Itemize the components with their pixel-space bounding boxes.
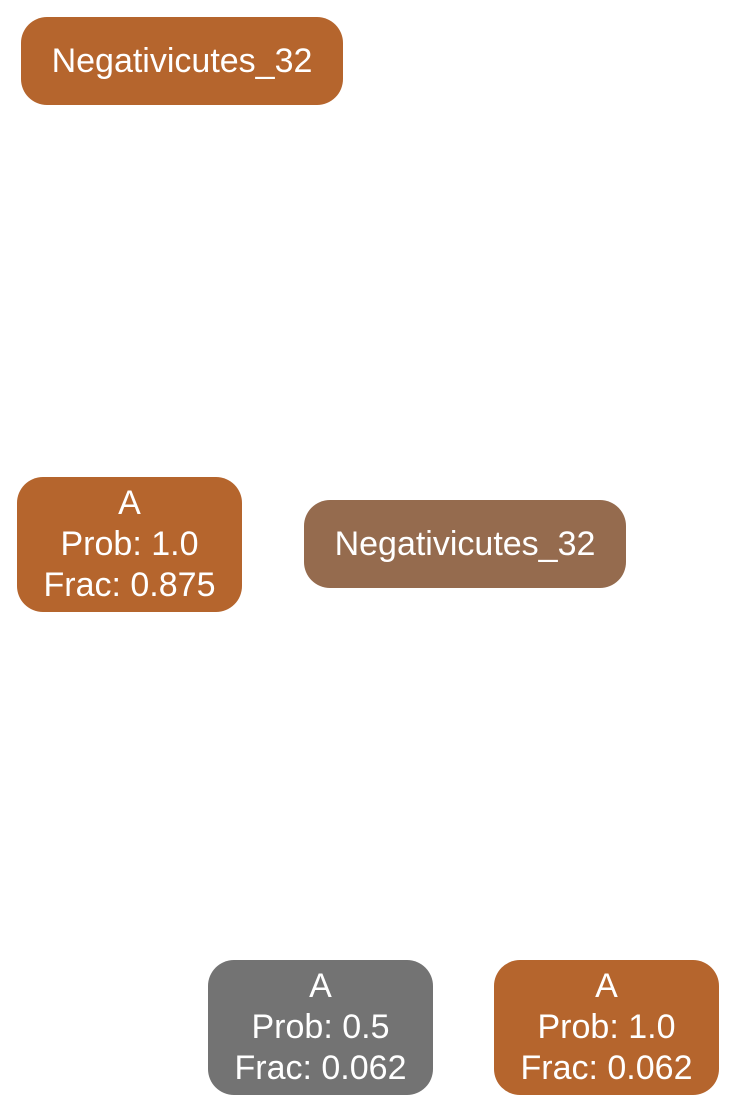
node-frac: Frac: 0.062 <box>234 1049 407 1087</box>
node-label: A <box>595 967 618 1005</box>
node-prob: Prob: 1.0 <box>60 525 199 563</box>
node-label: Negativicutes_32 <box>334 524 596 563</box>
node-a-3: A Prob: 1.0 Frac: 0.062 <box>494 960 719 1095</box>
node-frac: Frac: 0.062 <box>520 1049 693 1087</box>
node-label: A <box>118 484 141 522</box>
node-negativicutes-root: Negativicutes_32 <box>21 17 343 105</box>
node-prob: Prob: 0.5 <box>251 1008 390 1046</box>
node-frac: Frac: 0.875 <box>43 566 216 604</box>
node-label: A <box>309 967 332 1005</box>
node-label: Negativicutes_32 <box>51 41 313 80</box>
node-prob: Prob: 1.0 <box>537 1008 676 1046</box>
node-a-2: A Prob: 0.5 Frac: 0.062 <box>208 960 433 1095</box>
node-negativicutes-child: Negativicutes_32 <box>304 500 626 588</box>
node-a-1: A Prob: 1.0 Frac: 0.875 <box>17 477 242 612</box>
